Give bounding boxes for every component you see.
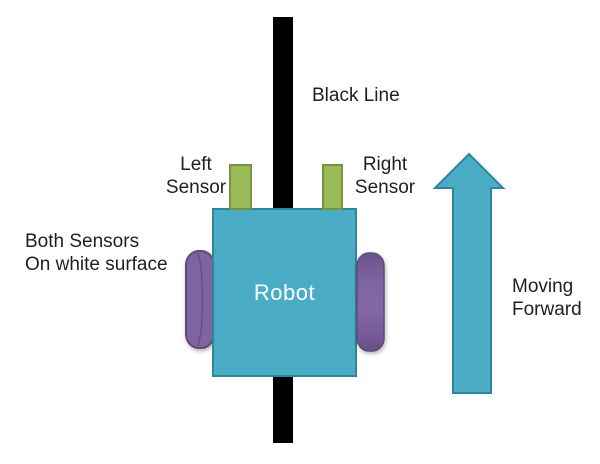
right-wheel xyxy=(356,252,385,352)
right-sensor-label: Right Sensor xyxy=(348,153,422,199)
moving-forward-label: Moving Forward xyxy=(512,275,582,321)
moving-forward-arrow-icon xyxy=(432,152,506,394)
surface-note-label: Both Sensors On white surface xyxy=(25,230,168,276)
robot-label: Robot xyxy=(253,279,316,305)
right-sensor-label-line2: Sensor xyxy=(354,177,416,198)
surface-note-line2: On white surface xyxy=(25,254,168,275)
right-sensor xyxy=(322,164,343,210)
left-sensor xyxy=(229,164,252,210)
moving-forward-line1: Moving xyxy=(512,276,574,297)
robot-body: Robot xyxy=(212,208,357,377)
left-sensor-label: Left Sensor xyxy=(159,153,233,199)
moving-forward-line2: Forward xyxy=(512,299,582,320)
right-sensor-label-line1: Right xyxy=(362,154,408,175)
left-sensor-label-line1: Left xyxy=(180,154,212,175)
left-sensor-label-line2: Sensor xyxy=(165,177,227,198)
surface-note-line1: Both Sensors xyxy=(25,231,140,252)
left-wheel xyxy=(185,250,215,349)
black-line-label: Black Line xyxy=(312,85,400,106)
